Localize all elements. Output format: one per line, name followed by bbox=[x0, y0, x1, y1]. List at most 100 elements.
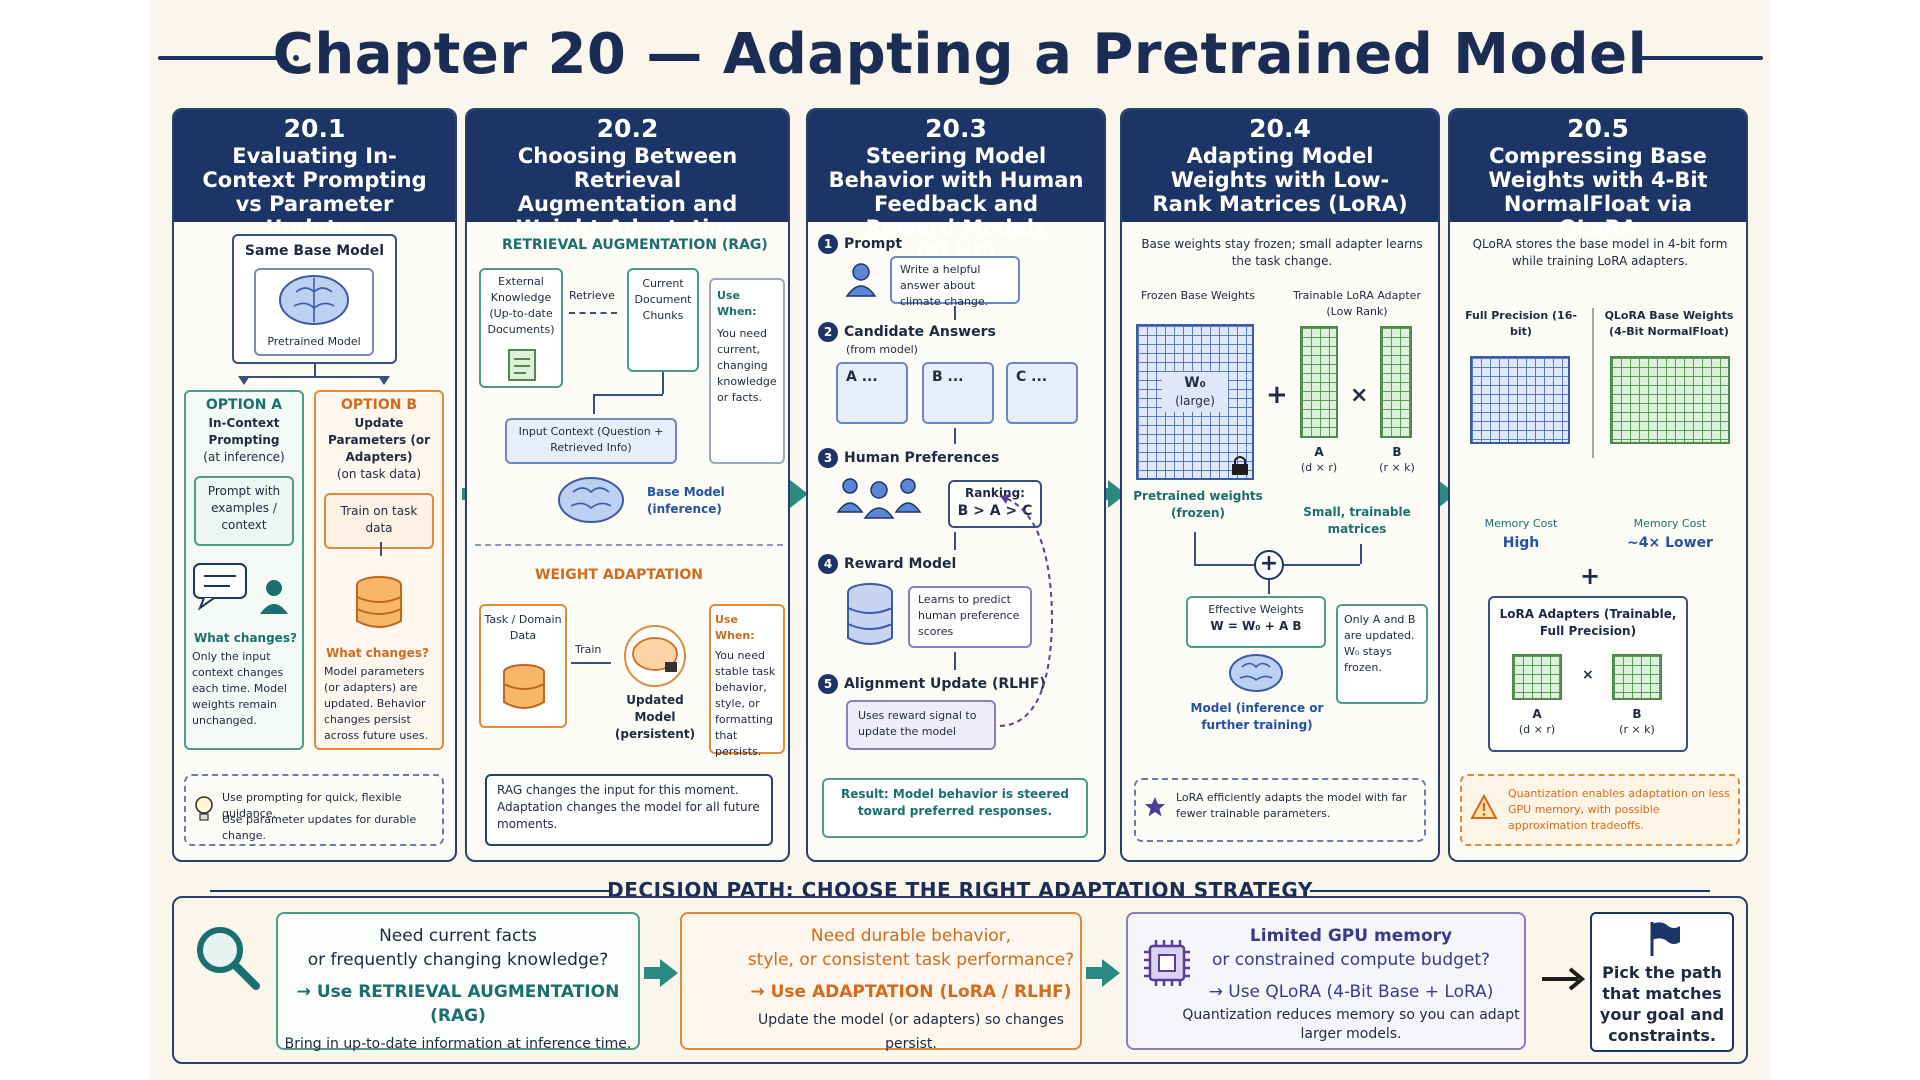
document-icon bbox=[508, 349, 536, 381]
rag-question-2: or frequently changing knowledge? bbox=[307, 950, 609, 970]
qlora-recommendation: → Use QLoRA (4-Bit Base + LoRA) bbox=[1208, 982, 1494, 1002]
merge-plus-icon: + bbox=[1254, 550, 1284, 580]
panel-title: Adapting Model Weights with Low-Rank Mat… bbox=[1152, 144, 1408, 216]
memory-cost-qlora-value: ~4× Lower bbox=[1627, 535, 1713, 551]
merge-line-left-h bbox=[1194, 564, 1254, 566]
brain-icon bbox=[558, 477, 624, 523]
decision-frame bbox=[172, 896, 1748, 1064]
option-b-tag: OPTION B bbox=[340, 397, 418, 413]
b-label: B bbox=[1392, 445, 1402, 459]
person-icon bbox=[845, 263, 877, 297]
qlora-a-label: A bbox=[1532, 707, 1542, 721]
rag-flow-line bbox=[593, 394, 595, 414]
step-4-label: Reward Model bbox=[844, 556, 957, 572]
option-a-tag: OPTION A bbox=[205, 397, 283, 413]
adaptation-description: Update the model (or adapters) so change… bbox=[758, 1012, 1064, 1052]
title-rule-left bbox=[158, 56, 283, 60]
option-a-action: Prompt with examples / context bbox=[194, 476, 294, 546]
use-when-title: Use When: bbox=[715, 613, 755, 642]
rag-question-1: Need current facts bbox=[379, 926, 537, 946]
decision-rule-left bbox=[210, 890, 610, 892]
brain-icon bbox=[1229, 654, 1283, 692]
database-icon bbox=[356, 576, 402, 628]
a-dim: (d × r) bbox=[1300, 461, 1338, 474]
input-context-box: Input Context (Question + Retrieved Info… bbox=[505, 418, 677, 464]
candidate-a: A ... bbox=[836, 362, 908, 424]
title-dot-left bbox=[293, 55, 299, 61]
database-icon bbox=[847, 583, 893, 645]
decision-arrow-2-head bbox=[1102, 959, 1120, 987]
step-5-label: Alignment Update (RLHF) bbox=[844, 676, 1046, 692]
retrieve-label: Retrieve bbox=[569, 289, 615, 302]
qlora-question-2: or constrained compute budget? bbox=[1211, 950, 1491, 970]
lora-adapters-title: LoRA Adapters (Trainable, Full Precision… bbox=[1499, 607, 1677, 638]
ranking-box: Ranking:B > A > C bbox=[948, 480, 1042, 528]
option-b-what: What changes? bbox=[326, 646, 429, 660]
quantization-warning: Quantization enables adaptation on less … bbox=[1460, 774, 1740, 846]
train-arrow bbox=[380, 542, 382, 556]
full-precision-label: Full Precision (16-bit) bbox=[1465, 309, 1577, 338]
frozen-weights-label: Frozen Base Weights bbox=[1141, 289, 1255, 302]
qlora-base-grid bbox=[1610, 356, 1730, 444]
qlora-intro: QLoRA stores the base model in 4-bit for… bbox=[1472, 237, 1728, 268]
chip-icon bbox=[1144, 940, 1190, 986]
panel-title: Steering Model Behavior with Human Feedb… bbox=[828, 144, 1084, 264]
tip-line-2: Use parameter updates for durable change… bbox=[222, 813, 417, 842]
arrow-to-b bbox=[378, 376, 390, 385]
w0-sub: (large) bbox=[1175, 394, 1215, 408]
adaptation-question-2: style, or consistent task performance? bbox=[747, 950, 1075, 970]
rag-description: Bring in up-to-date information at infer… bbox=[284, 1036, 632, 1052]
flow-line-1 bbox=[954, 306, 956, 320]
option-a-sub: (at inference) bbox=[203, 450, 285, 464]
database-icon bbox=[503, 664, 545, 709]
decision-rule-right bbox=[1310, 890, 1710, 892]
title-dot-right bbox=[1592, 55, 1598, 61]
step-5-number: 5 bbox=[818, 674, 838, 694]
use-when-title: Use When: bbox=[717, 289, 757, 318]
panel-title: Choosing Between Retrieval Augmentation … bbox=[516, 144, 739, 240]
w0-label: W₀ bbox=[1184, 375, 1206, 391]
panel-number: 20.1 bbox=[283, 114, 346, 143]
feedback-loop-arrow bbox=[999, 494, 1054, 727]
wa-use-when: Use When: You need stable task behavior, … bbox=[709, 604, 785, 758]
candidate-b: B ... bbox=[922, 362, 994, 424]
decision-title: DECISION PATH: CHOOSE THE RIGHT ADAPTATI… bbox=[607, 878, 1313, 902]
decision-card-adaptation: Need durable behavior, style, or consist… bbox=[680, 912, 1082, 1052]
panel-number: 20.4 bbox=[1249, 114, 1311, 143]
adaptation-recommendation: → Use ADAPTATION (LoRA / RLHF) bbox=[750, 982, 1072, 1002]
step-3-number: 3 bbox=[818, 448, 838, 468]
plus-sign: + bbox=[1266, 380, 1288, 410]
option-b-desc: Model parameters (or adapters) are updat… bbox=[324, 665, 429, 742]
panel-number: 20.5 bbox=[1567, 114, 1629, 143]
brain-icon bbox=[279, 275, 349, 325]
step-2-label: Candidate Answers bbox=[844, 324, 996, 340]
lora-a-matrix bbox=[1300, 326, 1338, 438]
page-title: Chapter 20 — Adapting a Pretrained Model bbox=[272, 22, 1648, 87]
flow-line-2 bbox=[954, 428, 956, 444]
group-icon bbox=[836, 478, 922, 519]
brain-lock-icon bbox=[624, 625, 686, 687]
pretrained-model-label: Pretrained Model bbox=[267, 335, 361, 348]
effective-weights-title: Effective Weights bbox=[1208, 603, 1304, 616]
star-icon bbox=[1145, 797, 1165, 817]
train-label: Train bbox=[575, 643, 602, 656]
merge-line-right bbox=[1360, 544, 1362, 564]
ranking-value: B > A > C bbox=[957, 503, 1033, 519]
rag-flow-line-h bbox=[593, 394, 663, 396]
lock-icon bbox=[1232, 456, 1248, 475]
qlora-plus: + bbox=[1579, 562, 1601, 590]
qlora-a-matrix bbox=[1512, 654, 1562, 700]
updated-model-label: Updated Model (persistent) bbox=[614, 693, 696, 741]
base-model-label: Same Base Model bbox=[244, 243, 385, 259]
adaptation-question-1: Need durable behavior, bbox=[810, 926, 1012, 946]
prompt-bubble: Write a helpful answer about climate cha… bbox=[890, 256, 1020, 308]
lora-model-label: Model (inference or further training) bbox=[1190, 701, 1324, 732]
split-stem bbox=[314, 364, 316, 376]
qlora-b-matrix bbox=[1612, 654, 1662, 700]
use-when-text: You need stable task behavior, style, or… bbox=[715, 649, 776, 758]
